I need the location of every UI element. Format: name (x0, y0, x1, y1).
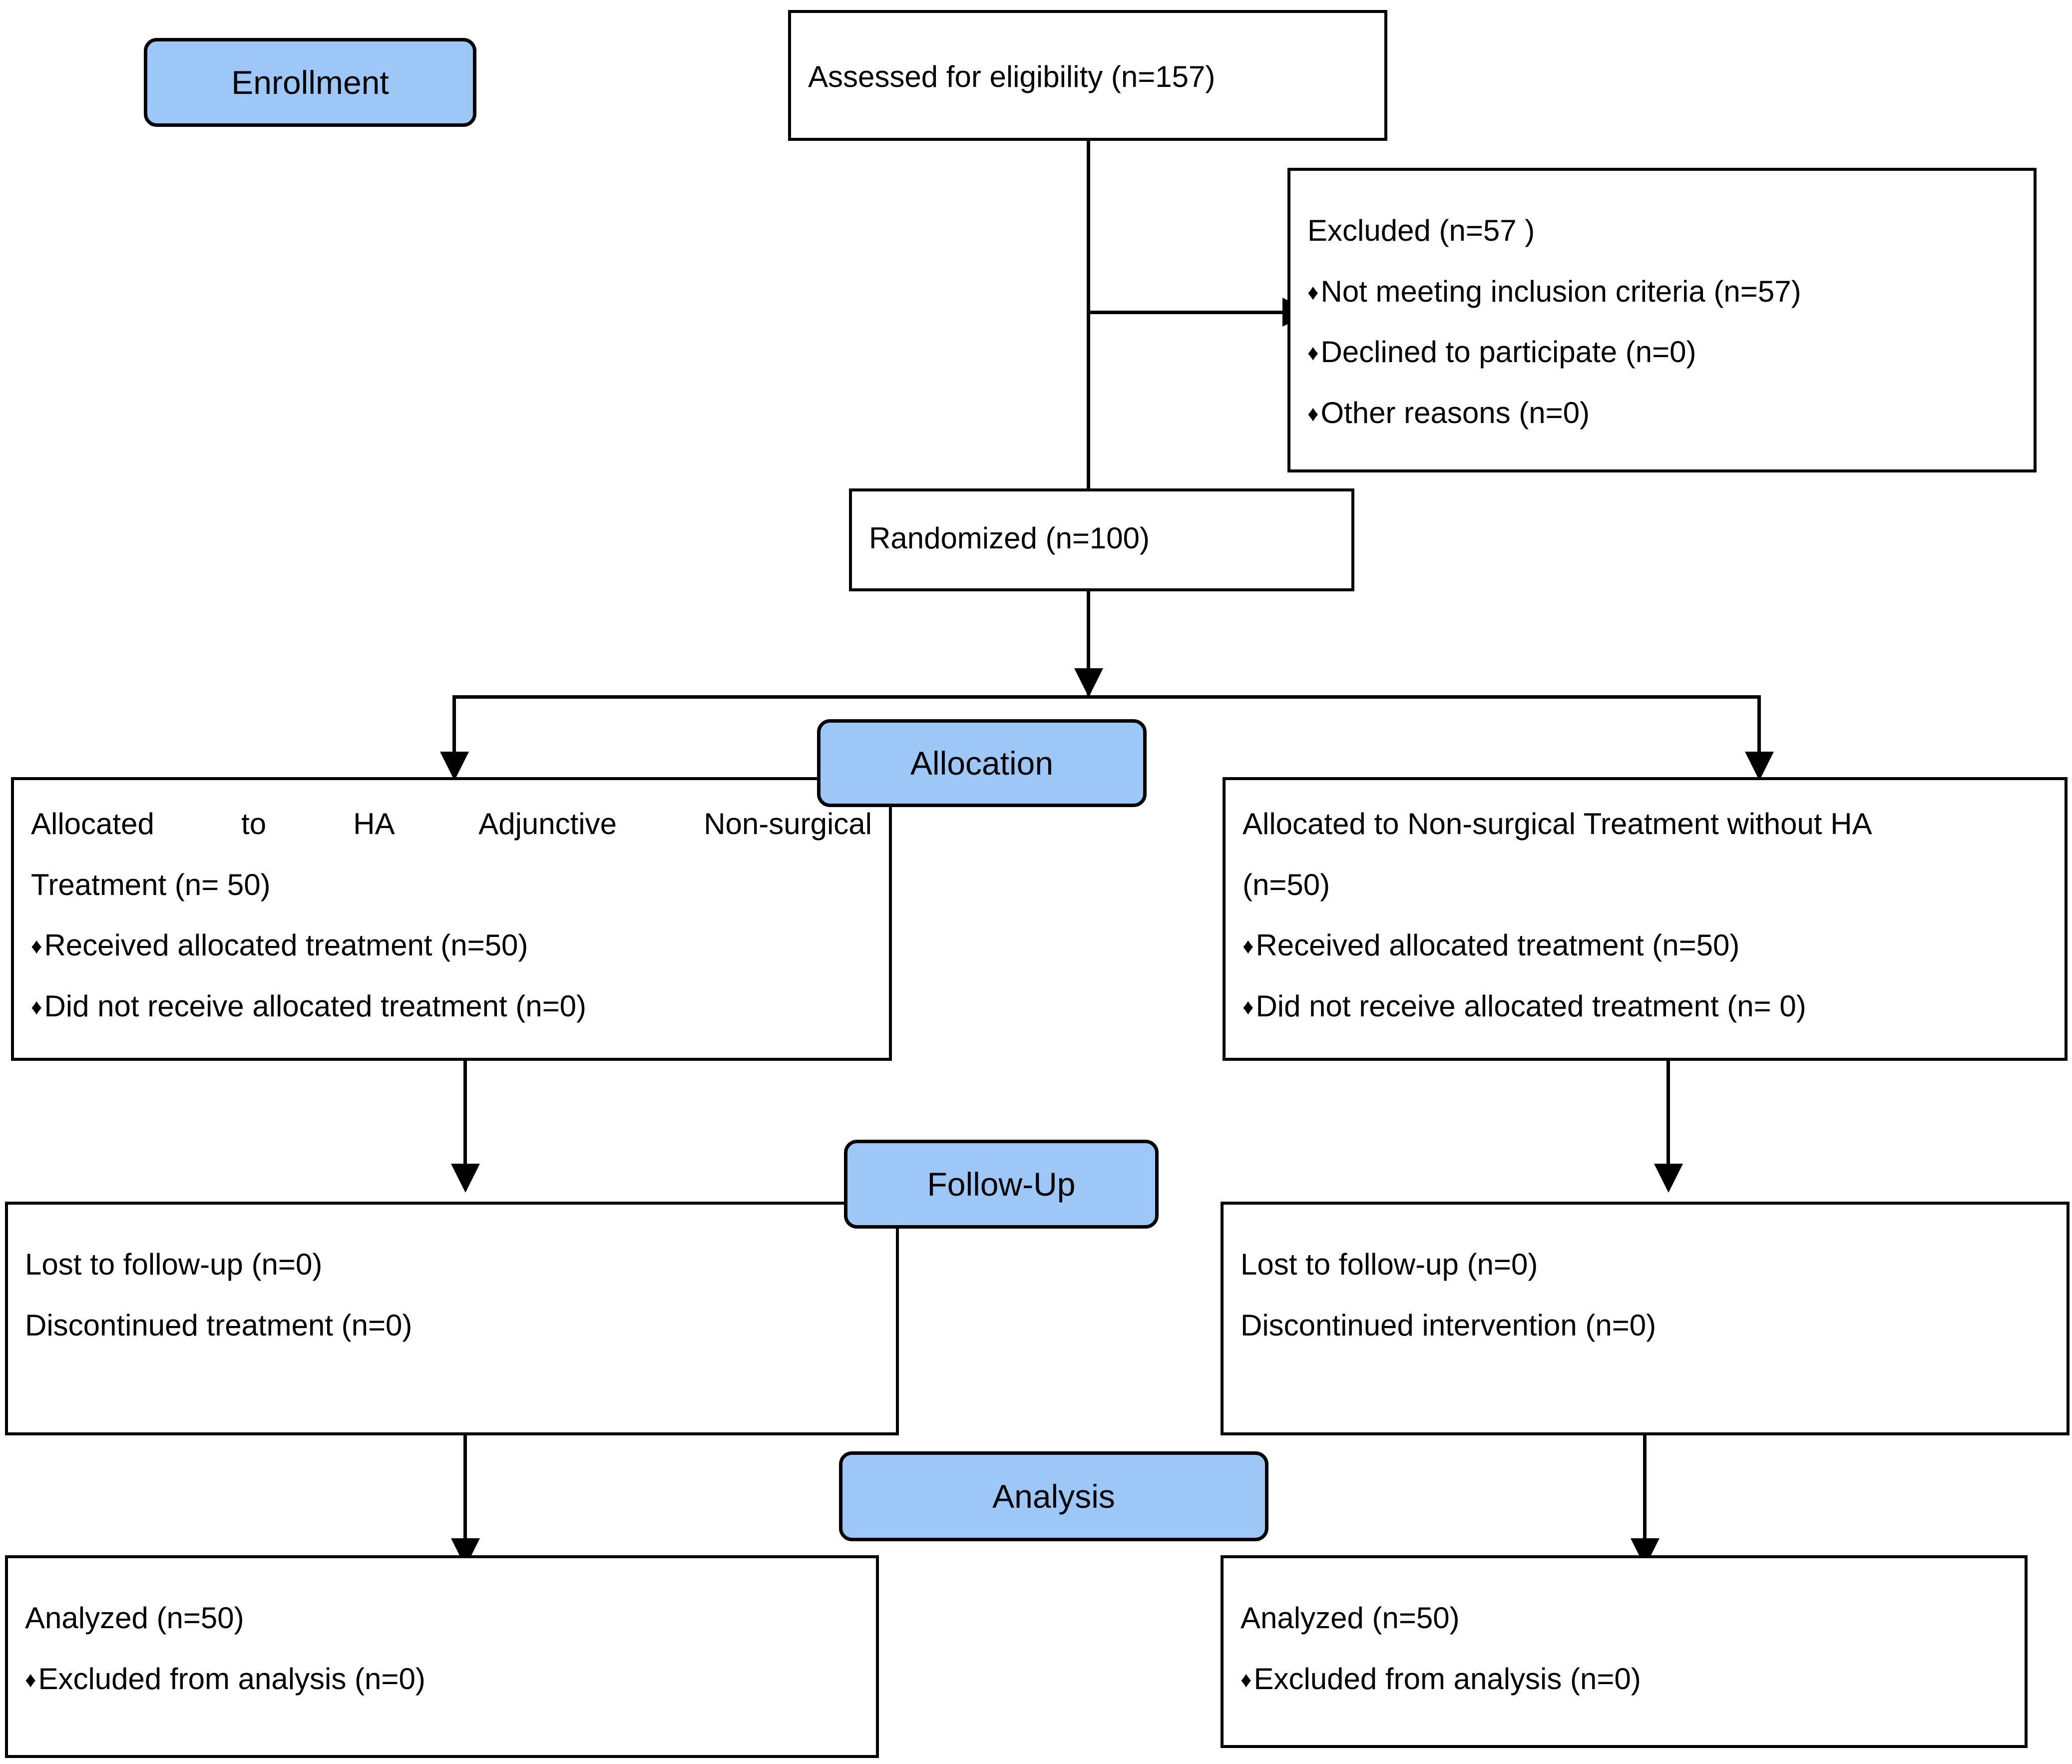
connector-assessed-to-randomized (1087, 141, 1090, 490)
connector-left-followup-to-analysis (463, 1435, 467, 1550)
assessed-text: Assessed for eligibility (n=157) (808, 60, 1216, 93)
connector-split-bar (452, 695, 1761, 699)
stage-banner-allocation: Allocation (817, 719, 1147, 807)
excluded-reason-item: Not meeting inclusion criteria (n=57) (1307, 275, 2017, 308)
followup-right-line: Lost to follow-up (n=0) (1241, 1248, 1538, 1281)
analysis-right-title: Analyzed (n=50) (1241, 1601, 1460, 1635)
arrow-randomized-to-split (1074, 668, 1103, 697)
followup-left-line: Discontinued treatment (n=0) (25, 1308, 413, 1342)
allocation-right-line2: (n=50) (1243, 868, 1330, 901)
connector-randomized-down (1087, 591, 1090, 696)
excluded-title: Excluded (n=57 ) (1307, 214, 1535, 247)
box-randomized: Randomized (n=100) (849, 488, 1354, 591)
allocation-right-item: Received allocated treatment (n=50) (1243, 929, 2048, 961)
stage-banner-enrollment: Enrollment (144, 38, 476, 127)
allocation-right-item: Did not receive allocated treatment (n= … (1243, 990, 2048, 1022)
randomized-text: Randomized (n=100) (869, 521, 1150, 555)
allocation-left-line2: Treatment (n= 50) (31, 868, 271, 901)
arrow-to-left-allocation-box (440, 752, 469, 781)
stage-banner-followup: Follow-Up (844, 1140, 1159, 1229)
allocation-right-line1: Allocated to Non-surgical Treatment with… (1243, 807, 1872, 841)
box-followup-left: Lost to follow-up (n=0) Discontinued tre… (5, 1202, 899, 1435)
stage-banner-analysis: Analysis (839, 1451, 1268, 1541)
connector-split-right-drop (1757, 695, 1761, 779)
box-assessed-for-eligibility: Assessed for eligibility (n=157) (788, 10, 1387, 141)
connector-right-followup-to-analysis (1643, 1435, 1647, 1550)
arrow-to-right-allocation-box (1745, 752, 1774, 781)
connector-split-left-drop (452, 695, 456, 779)
followup-right-line: Discontinued intervention (n=0) (1241, 1308, 1657, 1342)
arrow-left-allocation-to-followup (451, 1164, 480, 1193)
arrow-right-allocation-to-followup (1654, 1164, 1683, 1193)
excluded-reason-item: Other reasons (n=0) (1307, 397, 2017, 429)
followup-left-line: Lost to follow-up (n=0) (25, 1248, 323, 1281)
box-analysis-left: Analyzed (n=50) Excluded from analysis (… (5, 1555, 879, 1758)
analysis-left-item: Excluded from analysis (n=0) (25, 1663, 859, 1695)
stage-banner-enrollment-label: Enrollment (231, 64, 389, 101)
box-analysis-right: Analyzed (n=50) Excluded from analysis (… (1221, 1555, 2028, 1748)
stage-banner-followup-label: Follow-Up (927, 1166, 1076, 1203)
allocation-left-item: Did not receive allocated treatment (n=0… (31, 990, 872, 1022)
allocation-left-item: Received allocated treatment (n=50) (31, 929, 872, 961)
analysis-right-item: Excluded from analysis (n=0) (1241, 1663, 2008, 1695)
stage-banner-allocation-label: Allocation (910, 745, 1054, 782)
box-excluded: Excluded (n=57 ) Not meeting inclusion c… (1287, 168, 2037, 472)
box-followup-right: Lost to follow-up (n=0) Discontinued int… (1221, 1202, 2070, 1435)
stage-banner-analysis-label: Analysis (992, 1478, 1115, 1515)
allocation-left-line1: Allocated to HA Adjunctive Non-surgical (31, 807, 872, 841)
connector-assessed-to-excluded (1087, 311, 1286, 314)
box-allocation-left: Allocated to HA Adjunctive Non-surgical … (11, 777, 892, 1061)
connector-right-allocation-to-followup (1666, 1061, 1670, 1176)
excluded-reason-item: Declined to participate (n=0) (1307, 336, 2017, 368)
box-allocation-right: Allocated to Non-surgical Treatment with… (1223, 777, 2068, 1061)
connector-left-allocation-to-followup (463, 1061, 467, 1176)
analysis-left-title: Analyzed (n=50) (25, 1601, 244, 1635)
